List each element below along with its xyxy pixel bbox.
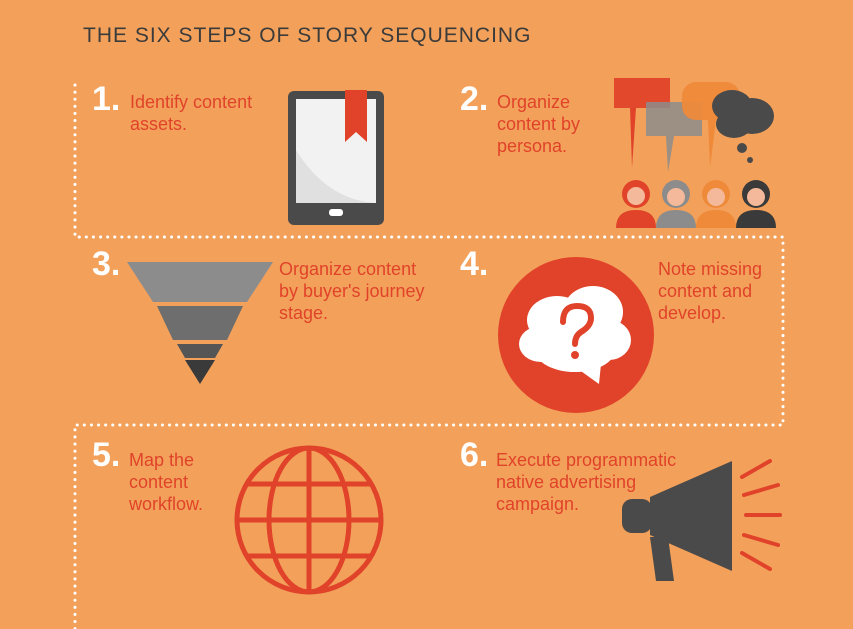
step-5-text: Map the content workflow. — [129, 450, 204, 514]
step-6-text: Execute programmatic native advertising … — [496, 450, 677, 514]
question-bubble-icon — [498, 257, 654, 413]
step-2-number: 2. — [460, 80, 489, 118]
step-1-number: 1. — [92, 80, 121, 118]
step-6-number: 6. — [460, 436, 489, 474]
step-4-number: 4. — [460, 245, 489, 283]
page-title: THE SIX STEPS OF STORY SEQUENCING — [83, 24, 532, 47]
step-3-text: Organize content by buyer's journey stag… — [279, 259, 425, 323]
step-5-number: 5. — [92, 436, 121, 474]
people-speech-bubbles-icon — [614, 78, 776, 228]
step-2-text: Organize content by persona. — [497, 92, 581, 156]
step-1-text: Identify content assets. — [130, 92, 253, 134]
megaphone-icon — [622, 459, 782, 581]
step-3-number: 3. — [92, 245, 121, 283]
tablet-bookmark-icon — [288, 90, 384, 225]
globe-icon — [234, 445, 384, 595]
step-4-text: Note missing content and develop. — [658, 259, 763, 323]
funnel-icon — [127, 262, 273, 384]
